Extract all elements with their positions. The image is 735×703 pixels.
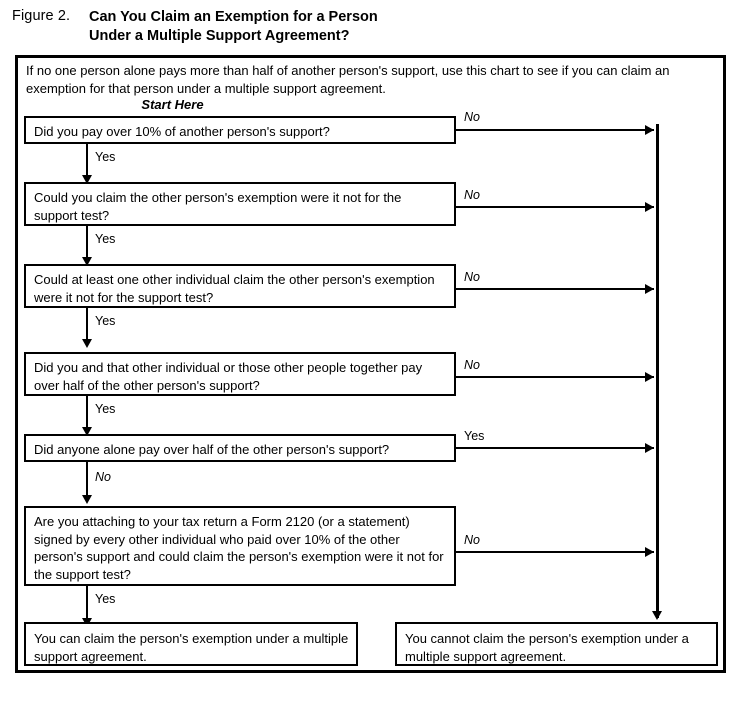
- connector-q5-q6: [86, 462, 88, 500]
- chart-frame: [15, 55, 726, 673]
- arrowhead-q5-q6: [82, 495, 92, 504]
- arrowhead-q5-yes: [645, 443, 654, 453]
- arrowhead-q3-q4: [82, 339, 92, 348]
- figure-title: Can You Claim an Exemption for a Person …: [89, 8, 378, 46]
- connector-q1-no: [456, 129, 654, 131]
- arrowhead-q4-no: [645, 372, 654, 382]
- arrowhead-q6-no: [645, 547, 654, 557]
- connector-q2-no: [456, 206, 654, 208]
- edge-label-q4-down: Yes: [95, 402, 116, 416]
- edge-label-q2-no: No: [464, 188, 480, 202]
- question-box-5[interactable]: Did anyone alone pay over half of the ot…: [24, 434, 456, 462]
- arrowhead-q1-no: [645, 125, 654, 135]
- edge-label-q3-no: No: [464, 270, 480, 284]
- figure-title-line-1: Can You Claim an Exemption for a Person: [89, 9, 378, 25]
- intro-text: If no one person alone pays more than ha…: [26, 63, 670, 96]
- arrowhead-q4-q5: [82, 427, 92, 436]
- edge-label-q6-no: No: [464, 533, 480, 547]
- connector-q6-outcome-yes: [86, 586, 88, 626]
- connector-q4-q5: [86, 396, 88, 432]
- outcome-box-can-claim[interactable]: You can claim the person's exemption und…: [24, 622, 358, 666]
- edge-label-q1-no: No: [464, 110, 480, 124]
- edge-label-q5-down: No: [95, 470, 111, 484]
- start-here-label: Start Here: [141, 97, 204, 112]
- edge-label-q3-down: Yes: [95, 314, 116, 328]
- arrowhead-q3-no: [645, 284, 654, 294]
- figure-label: Figure 2.: [12, 8, 71, 24]
- question-box-6[interactable]: Are you attaching to your tax return a F…: [24, 506, 456, 586]
- connector-q3-no: [456, 288, 654, 290]
- connector-q3-q4: [86, 308, 88, 344]
- arrowhead-q2-no: [645, 202, 654, 212]
- question-box-2[interactable]: Could you claim the other person's exemp…: [24, 182, 456, 226]
- figure-title-line-2: Under a Multiple Support Agreement?: [89, 28, 350, 44]
- connector-q1-q2: [86, 144, 88, 180]
- edge-label-q1-down: Yes: [95, 150, 116, 164]
- arrowhead-q1-q2: [82, 175, 92, 184]
- question-box-3[interactable]: Could at least one other individual clai…: [24, 264, 456, 308]
- connector-q6-no: [456, 551, 654, 553]
- outcome-box-cannot-claim[interactable]: You cannot claim the person's exemption …: [395, 622, 718, 666]
- connector-q4-no: [456, 376, 654, 378]
- connector-q5-yes: [456, 447, 654, 449]
- edge-label-q5-yes: Yes: [464, 429, 485, 443]
- arrowhead-q2-q3: [82, 257, 92, 266]
- no-branch-trunk-line: [656, 124, 659, 618]
- edge-label-q6-down: Yes: [95, 592, 116, 606]
- edge-label-q2-down: Yes: [95, 232, 116, 246]
- question-box-1[interactable]: Did you pay over 10% of another person's…: [24, 116, 456, 144]
- edge-label-q4-no: No: [464, 358, 480, 372]
- connector-q2-q3: [86, 226, 88, 262]
- question-box-4[interactable]: Did you and that other individual or tho…: [24, 352, 456, 396]
- arrowhead-trunk-outcome-no: [652, 611, 662, 620]
